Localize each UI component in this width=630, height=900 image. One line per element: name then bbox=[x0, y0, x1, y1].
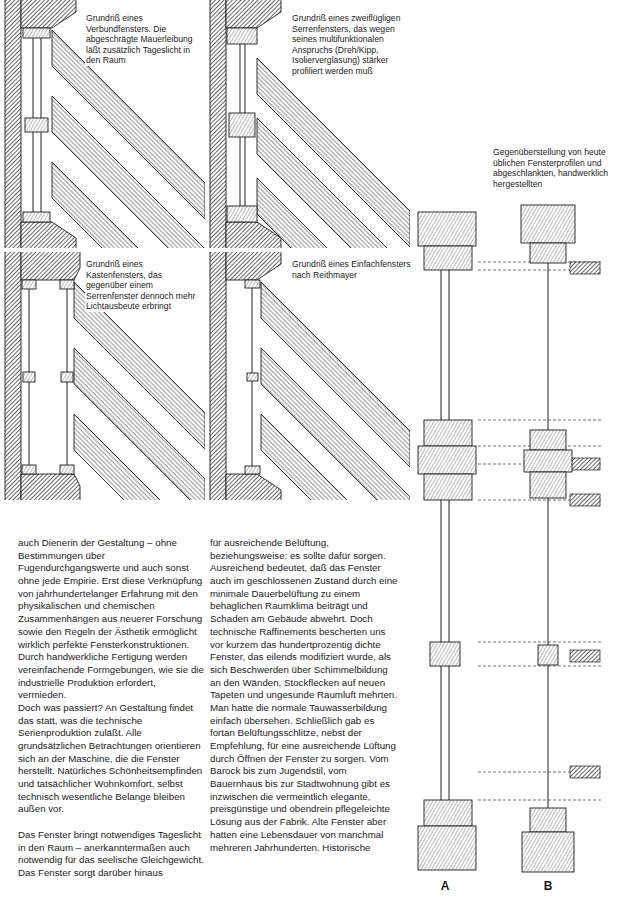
wall-section bbox=[570, 766, 600, 778]
light-ray bbox=[74, 348, 205, 500]
body-text: für ausreichende Belüftung, beziehungswe… bbox=[210, 537, 400, 854]
window-profile bbox=[530, 243, 566, 263]
glass-pane bbox=[441, 500, 442, 642]
window-profile bbox=[418, 446, 476, 474]
window-profile bbox=[522, 832, 574, 872]
wall-section bbox=[226, 222, 281, 248]
reference-line bbox=[478, 420, 602, 421]
window-profile bbox=[247, 373, 258, 381]
window-profile bbox=[424, 474, 472, 500]
floor-plan bbox=[210, 252, 410, 500]
window-profile bbox=[530, 430, 566, 450]
glass-pane bbox=[548, 665, 549, 808]
window-profile bbox=[418, 826, 476, 870]
wall-section bbox=[226, 474, 281, 500]
wall-section bbox=[21, 0, 76, 28]
glass-pane bbox=[252, 381, 253, 466]
reference-line bbox=[478, 800, 602, 801]
section-label: B bbox=[544, 879, 553, 893]
glass-pane bbox=[441, 270, 442, 420]
light-ray bbox=[261, 348, 410, 500]
window-profile bbox=[424, 800, 472, 826]
wall-section bbox=[5, 0, 21, 248]
window-profile bbox=[22, 280, 36, 289]
wall-section bbox=[210, 0, 226, 248]
window-profile bbox=[430, 642, 460, 666]
glass-pane bbox=[441, 666, 442, 800]
floor-plan bbox=[5, 0, 205, 248]
window-profile bbox=[530, 808, 566, 832]
section-label: A bbox=[441, 879, 450, 893]
wall-section bbox=[5, 252, 21, 500]
glass-pane bbox=[449, 666, 450, 800]
light-ray bbox=[52, 96, 205, 248]
reference-line bbox=[478, 666, 602, 667]
glass-pane bbox=[240, 44, 241, 113]
window-profile bbox=[418, 212, 476, 246]
glass-pane bbox=[67, 382, 68, 465]
window-profile bbox=[424, 420, 472, 446]
window-profile bbox=[22, 465, 36, 474]
glass-pane bbox=[245, 137, 246, 206]
wall-section bbox=[570, 458, 600, 470]
wall-section bbox=[570, 262, 600, 274]
profile-section bbox=[418, 205, 602, 872]
window-profile bbox=[23, 28, 50, 38]
wall-section bbox=[226, 252, 281, 280]
reference-line bbox=[478, 642, 602, 643]
window-profile bbox=[23, 212, 50, 222]
glass-pane bbox=[67, 289, 68, 372]
body-text: Das Fenster bringt notwendiges Tageslich… bbox=[18, 829, 204, 880]
glass-pane bbox=[29, 382, 30, 465]
floor-plan bbox=[5, 252, 205, 500]
glass-pane bbox=[41, 38, 42, 118]
window-profile bbox=[245, 466, 260, 474]
window-profile bbox=[424, 246, 472, 270]
window-profile bbox=[530, 472, 566, 498]
wall-section bbox=[21, 252, 80, 280]
window-profile bbox=[521, 205, 575, 243]
window-profile bbox=[23, 372, 35, 382]
wall-section bbox=[570, 494, 600, 506]
glass-pane bbox=[245, 44, 246, 113]
window-profile bbox=[25, 118, 48, 132]
window-profile bbox=[60, 280, 74, 289]
glass-pane bbox=[33, 132, 34, 212]
figure-caption: Grundriß eines Einfachfensters nach Reit… bbox=[291, 259, 415, 280]
window-profile bbox=[227, 28, 257, 44]
glass-pane bbox=[449, 270, 450, 420]
wall-section bbox=[21, 474, 80, 500]
body-text: auch Dienerin der Gestaltung – ohne Best… bbox=[18, 537, 204, 702]
window-profile bbox=[229, 113, 255, 137]
glass-pane bbox=[240, 137, 241, 206]
window-profile bbox=[227, 206, 257, 222]
light-ray bbox=[52, 162, 205, 248]
glass-pane bbox=[41, 132, 42, 212]
window-profile bbox=[60, 465, 74, 474]
glass-pane bbox=[449, 500, 450, 642]
window-profile bbox=[524, 450, 572, 472]
window-profile bbox=[245, 280, 260, 288]
figure-caption: Grundriß eines Kastenfensters, das gegen… bbox=[85, 259, 205, 312]
body-text: Doch was passiert? An Gestaltung findet … bbox=[18, 702, 204, 816]
window-profile bbox=[538, 645, 558, 665]
wall-section bbox=[226, 0, 281, 28]
glass-pane bbox=[252, 288, 253, 373]
glass-pane bbox=[33, 38, 34, 118]
glass-pane bbox=[548, 263, 549, 430]
figure-caption: Grundriß eines Verbundfensters. Die abge… bbox=[85, 13, 205, 66]
light-ray bbox=[74, 414, 205, 500]
glass-pane bbox=[548, 498, 549, 645]
figure-caption: Grundriß eines zweiflügligen Serrenfenst… bbox=[291, 13, 415, 77]
figure-caption: Gegenüberstellung von heute üblichen Fen… bbox=[492, 147, 622, 189]
wall-section bbox=[21, 222, 76, 248]
window-profile bbox=[61, 372, 73, 382]
light-ray bbox=[261, 414, 410, 500]
wall-section bbox=[570, 650, 600, 662]
wall-section bbox=[210, 252, 226, 500]
glass-pane bbox=[29, 289, 30, 372]
